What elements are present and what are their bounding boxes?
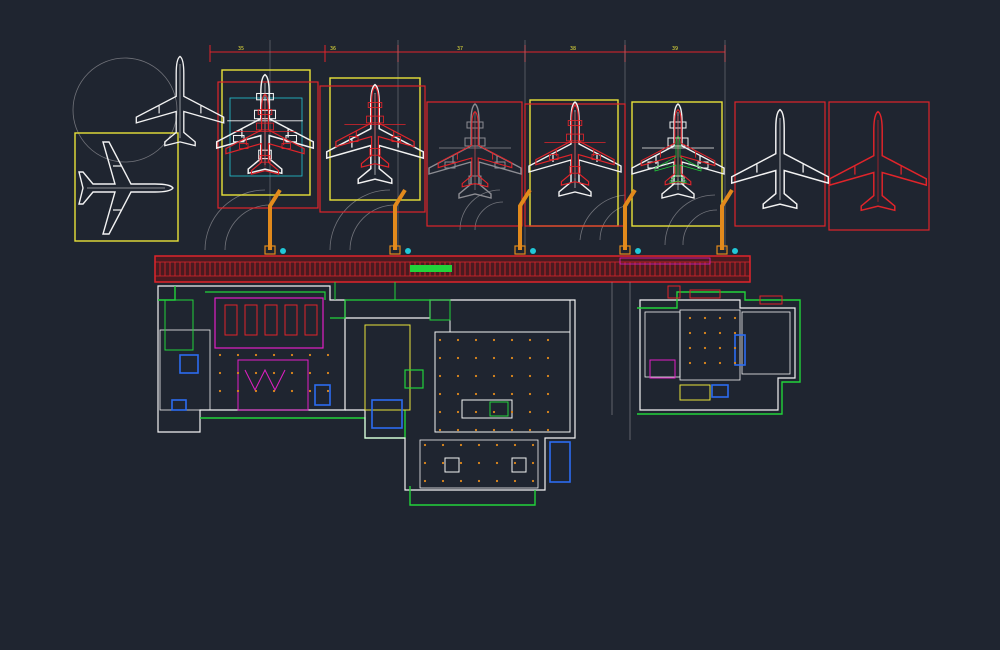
stand-frame-7-red bbox=[828, 101, 930, 231]
concourse-pier bbox=[154, 255, 751, 283]
terminal-floor-plan bbox=[157, 282, 576, 506]
stand-label-4: 38 bbox=[570, 46, 576, 52]
stand-frame-2-yellow bbox=[329, 77, 421, 201]
stand-label-5: 39 bbox=[672, 46, 678, 52]
stand-frame-1-yellow bbox=[221, 69, 311, 196]
stand-dimension-line bbox=[209, 45, 726, 62]
stand-frame-3-red bbox=[426, 101, 523, 227]
aircraft-plan-icon bbox=[78, 141, 174, 235]
stand-frame-4-red bbox=[524, 103, 626, 227]
jet-bridge-icon bbox=[263, 188, 282, 256]
apron-area: 35 36 37 38 39 bbox=[72, 40, 930, 256]
stand-frame-2-red bbox=[319, 85, 426, 213]
stand-label-2: 36 bbox=[330, 46, 336, 52]
stand-frame-5-yellow bbox=[631, 101, 723, 227]
stand-label-1: 35 bbox=[238, 46, 244, 52]
jet-bridge-icon bbox=[715, 188, 734, 256]
jet-bridge-icon bbox=[618, 188, 637, 256]
aircraft-plan-icon bbox=[536, 105, 614, 185]
stand-frame-0 bbox=[74, 132, 179, 242]
pier-signage bbox=[410, 265, 452, 272]
aircraft-plan-icon bbox=[828, 110, 928, 212]
aircraft-plan-icon bbox=[226, 94, 304, 174]
aircraft-plan-icon bbox=[730, 108, 830, 210]
aircraft-plan-icon bbox=[437, 111, 513, 188]
satellite-building-plan bbox=[611, 282, 801, 440]
stand-label-3: 37 bbox=[457, 46, 463, 52]
aircraft-plan-icon bbox=[336, 87, 414, 167]
stand-frame-1-cyan bbox=[229, 97, 303, 177]
stand-frame-6-red bbox=[734, 101, 826, 227]
